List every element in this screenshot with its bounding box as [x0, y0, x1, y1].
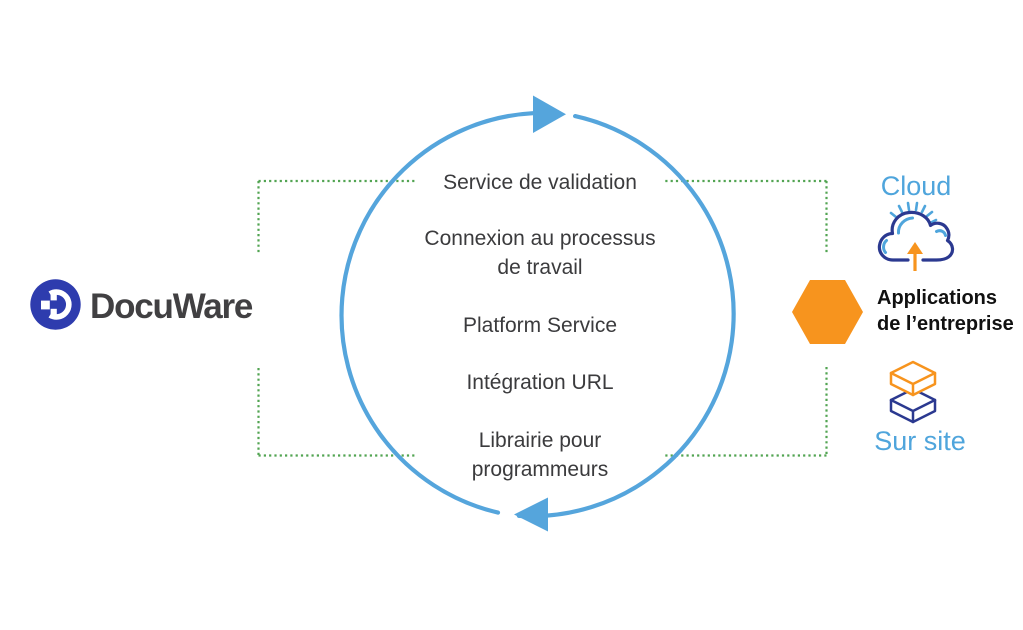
hexagon-icon	[792, 280, 863, 344]
docuware-logo-icon	[30, 279, 81, 330]
cloud-outline	[877, 210, 955, 262]
cloud-upload-icon	[877, 201, 955, 271]
arrow-right-icon	[533, 95, 566, 133]
enterprise-apps-line: de l’entreprise	[877, 312, 1014, 335]
cloud-label: Cloud	[880, 171, 952, 201]
upload-arrow-icon	[907, 242, 923, 271]
enterprise-apps-label: Applications de l’entreprise	[877, 286, 1014, 337]
docuware-wordmark: DocuWare	[90, 287, 253, 326]
cloud-rays	[889, 201, 938, 225]
box-top-orange	[889, 360, 937, 397]
cycle-circle	[339, 95, 736, 532]
enterprise-apps-line: Applications	[877, 287, 998, 309]
cycle-item-label: Librairie pour	[478, 429, 602, 452]
cloud-accent-arcs	[882, 216, 947, 254]
cycle-item-label: Intégration URL	[466, 371, 614, 394]
cycle-item-platform-service: Platform Service	[360, 311, 720, 340]
cycle-item-label: programmeurs	[471, 458, 609, 481]
cycle-item-workflow-connection: Connexion au processus de travail	[360, 224, 720, 282]
cycle-item-label: Connexion au processus	[424, 227, 656, 250]
cycle-item-label: de travail	[497, 256, 583, 279]
cycle-item-label: Platform Service	[462, 314, 618, 337]
cycle-item-url-integration: Intégration URL	[360, 368, 720, 397]
stacked-boxes-icon	[889, 360, 937, 424]
cycle-item-validation-service: Service de validation	[360, 168, 720, 197]
arrow-left-icon	[514, 497, 548, 532]
cycle-item-label: Service de validation	[443, 171, 637, 194]
on-site-label: Sur site	[874, 426, 966, 456]
cycle-item-programmer-library: Librairie pour programmeurs	[360, 426, 720, 484]
